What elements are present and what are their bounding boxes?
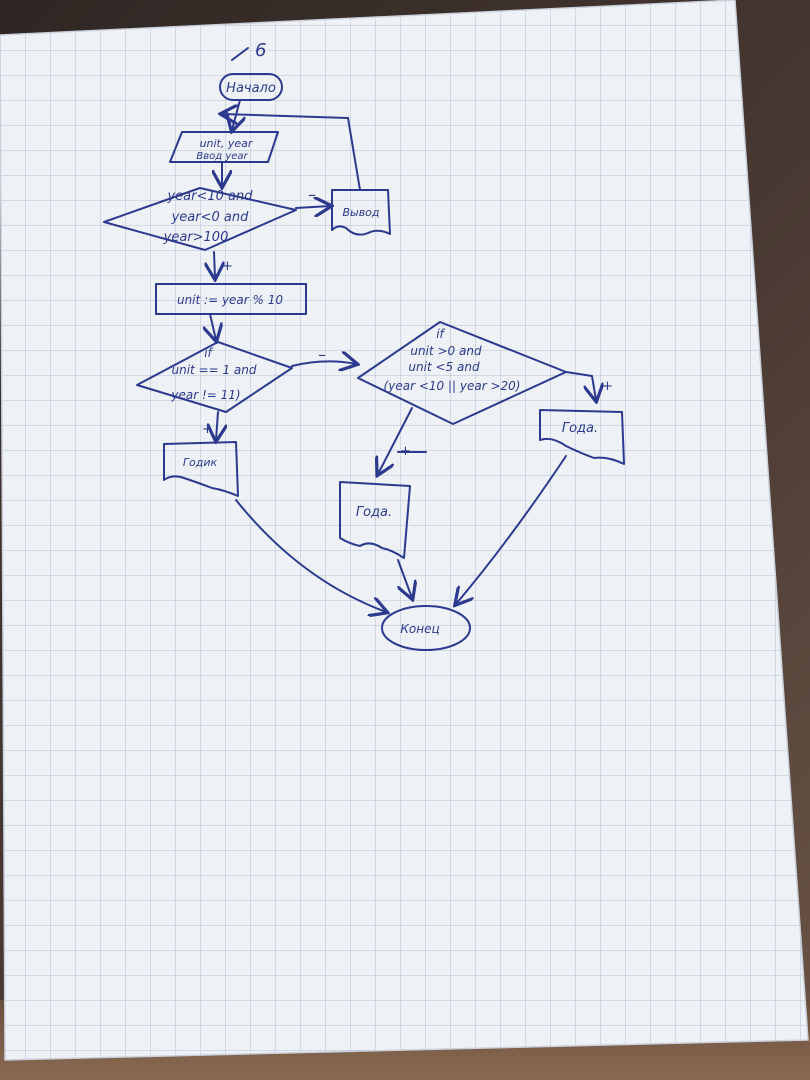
cond-few-line-3: unit <5 and [408, 360, 480, 374]
let-output-node: Года. [539, 409, 625, 465]
range-check-line-1: year<10 and [166, 189, 253, 204]
flow-god-to-end [235, 499, 386, 612]
range-yes-label: – [308, 185, 316, 204]
goda-output-node: Года. [339, 481, 411, 559]
cond-one-diamond-shape [136, 341, 293, 413]
let-output-label: Года. [562, 421, 598, 436]
god-document-shape [163, 441, 239, 497]
one-yes-label: + [202, 422, 213, 437]
flow-range-check-to-error [295, 206, 330, 208]
end-label: Конец [400, 622, 439, 636]
error-output-node: Вывод [331, 189, 391, 236]
flow-error-back-to-input [222, 114, 361, 191]
let-document-shape [539, 409, 625, 465]
start-label: Начало [226, 81, 276, 96]
flow-goda-to-end [397, 559, 412, 598]
start-node: Начало [219, 73, 283, 101]
range-check-line-2: year<0 and [171, 210, 250, 225]
cond-few-node: if unit >0 and unit <5 and (year <10 || … [357, 321, 567, 425]
range-no-label: + [222, 259, 233, 274]
cond-one-line-3: year != 11) [170, 388, 240, 402]
goda-output-label: Года. [356, 505, 392, 520]
input-parallelogram-shape [169, 131, 279, 163]
flow-cond-one-to-cond-few [291, 361, 356, 366]
end-node: Конец [381, 605, 471, 651]
input-label-line-1: unit, year [200, 137, 254, 150]
flow-calc-to-cond-one [210, 313, 216, 340]
flow-cond-few-to-let [565, 371, 596, 400]
cond-few-diamond-shape [357, 321, 567, 425]
god-output-label: Годик [183, 456, 218, 469]
calc-process-shape [155, 283, 307, 315]
end-terminator-shape [381, 605, 471, 651]
flowchart: 6 Начало unit, year Ввод year year<10 an… [103, 40, 625, 651]
flow-cond-one-to-god [216, 411, 218, 440]
range-check-node: year<10 and year<0 and year>100 [103, 187, 297, 251]
cond-one-node: if unit == 1 and year != 11) [136, 341, 293, 413]
error-document-shape [331, 189, 391, 236]
corner-tick [231, 47, 249, 61]
cond-few-line-2: unit >0 and [410, 344, 482, 358]
flow-let-to-end [456, 455, 567, 604]
cond-few-line-4: (year <10 || year >20) [384, 379, 521, 393]
flow-range-check-to-calc [214, 251, 215, 278]
cond-one-line-1: if [204, 346, 213, 360]
god-output-node: Годик [163, 441, 239, 497]
range-check-diamond-shape [103, 187, 297, 251]
one-no-label: – [318, 345, 326, 364]
calc-label: unit := year % 10 [177, 293, 283, 307]
corner-number: 6 [255, 40, 266, 61]
few-yes-label: + [400, 444, 411, 459]
error-output-label: Вывод [342, 206, 379, 219]
cond-one-line-2: unit == 1 and [171, 363, 256, 377]
calc-node: unit := year % 10 [155, 283, 307, 315]
range-check-line-3: year>100 [163, 230, 229, 245]
input-label-line-2: Ввод year [196, 151, 248, 162]
cond-few-line-1: if [436, 327, 445, 341]
few-no-label: + [602, 379, 613, 394]
input-node: unit, year Ввод year [169, 131, 279, 163]
flow-cond-few-to-goda [378, 407, 413, 474]
goda-document-shape [339, 481, 411, 559]
start-terminator-shape [219, 73, 283, 101]
